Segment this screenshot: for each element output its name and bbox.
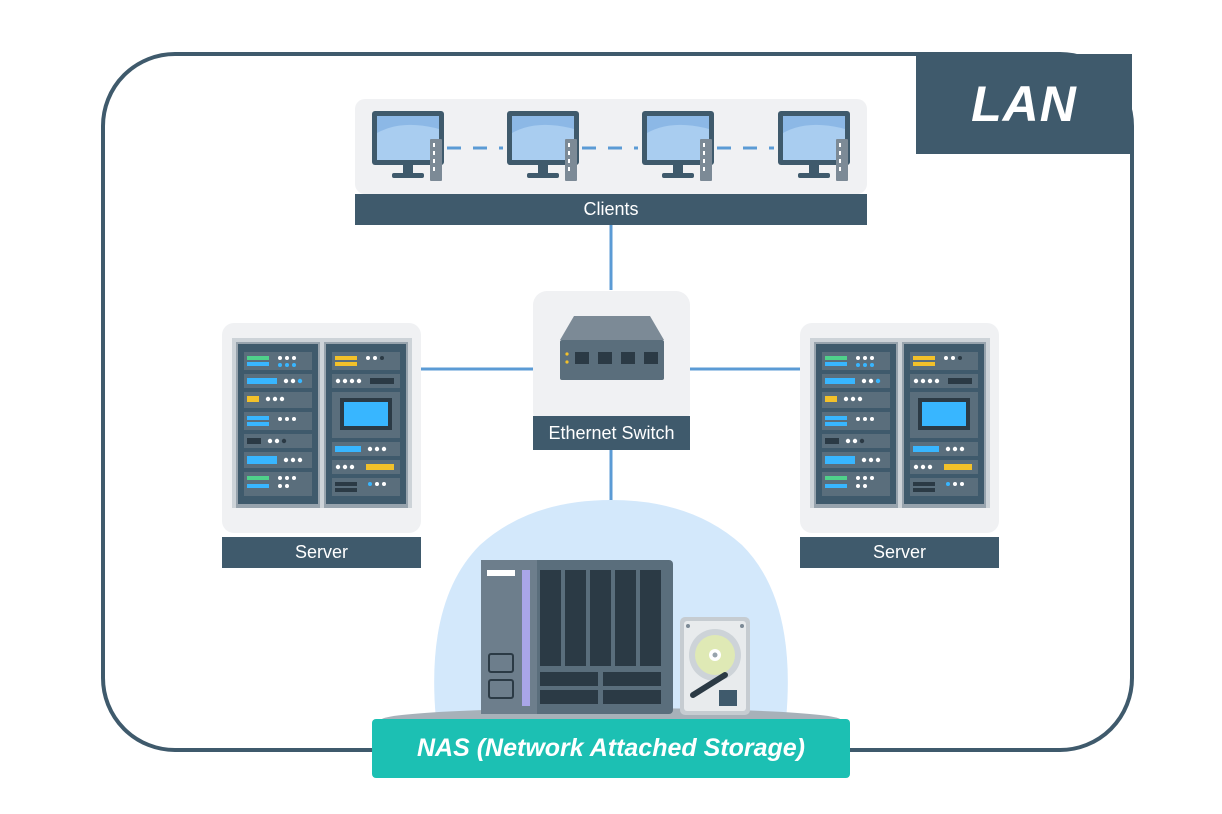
server-right-group <box>800 323 999 533</box>
server-left-group <box>222 323 421 533</box>
nas-label: NAS (Network Attached Storage) <box>372 719 850 778</box>
hard-drive-icon[interactable] <box>680 617 750 715</box>
server-label-left: Server <box>222 537 421 568</box>
clients-group <box>355 99 867 194</box>
network-links <box>420 225 802 508</box>
nas-device-icon[interactable] <box>481 560 673 714</box>
server-rack-icon[interactable] <box>810 338 990 508</box>
clients-label: Clients <box>355 194 867 225</box>
nas-group <box>381 500 841 732</box>
server-label-right: Server <box>800 537 999 568</box>
switch-icon[interactable] <box>560 316 664 380</box>
switch-group <box>533 291 690 426</box>
server-rack-icon[interactable] <box>232 338 412 508</box>
switch-label: Ethernet Switch <box>533 416 690 450</box>
lan-title: LAN <box>916 54 1132 154</box>
